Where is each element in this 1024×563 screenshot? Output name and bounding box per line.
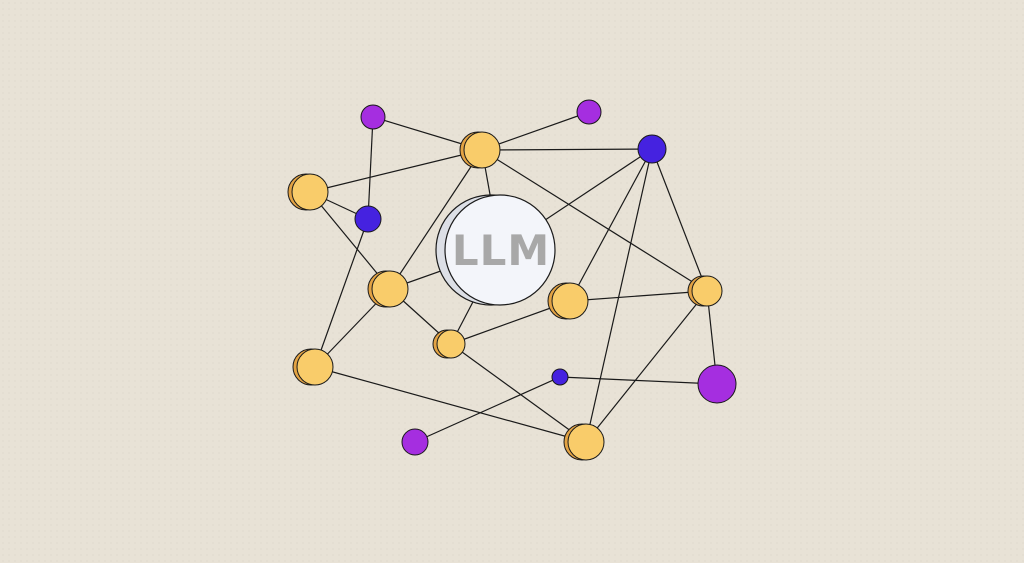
node-gold-g_top	[459, 131, 501, 169]
edge-b_tr-g_c	[569, 148, 653, 302]
node-gold-g_left	[287, 173, 329, 211]
node-gold-g_c	[547, 282, 589, 320]
node-gold-g_bl	[292, 348, 334, 386]
edge-g_small-g_bot	[450, 343, 587, 443]
edge-g_left-g_mid	[309, 191, 391, 290]
node-face	[576, 99, 602, 125]
edge-g_top-g_left	[309, 149, 483, 193]
node-face	[401, 428, 429, 456]
edge-g_top-g_right	[481, 149, 708, 292]
edge-b_tr-g_bot	[585, 148, 653, 443]
edge-g_bl-g_bot	[314, 366, 587, 443]
edge-g_top-p_tr	[481, 111, 590, 151]
edge-b_c-p_br	[559, 376, 718, 385]
node-blue-b_l	[354, 205, 382, 233]
node-purple-p_bl	[401, 428, 429, 456]
node-gold-g_mid	[367, 270, 409, 308]
edge-g_top-g_mid	[389, 149, 483, 290]
nodes-layer	[287, 99, 737, 461]
node-gold-g_right	[687, 275, 723, 307]
node-blue-b_c	[551, 368, 569, 386]
node-purple-p_br	[697, 364, 737, 404]
node-purple-p_tl	[360, 104, 386, 130]
node-face	[463, 131, 501, 169]
node-gold-g_bot	[563, 423, 605, 461]
edge-b_tr-g_right	[651, 148, 708, 292]
node-blue-b_tr	[637, 134, 667, 164]
node-face	[296, 348, 334, 386]
node-face	[436, 329, 466, 359]
node-face	[567, 423, 605, 461]
edge-g_c-g_right	[569, 290, 708, 302]
node-face	[697, 364, 737, 404]
hub-face	[444, 194, 556, 306]
node-face	[371, 270, 409, 308]
node-purple-p_tr	[576, 99, 602, 125]
node-face	[637, 134, 667, 164]
node-face	[360, 104, 386, 130]
edge-g_top-b_tr	[481, 148, 653, 151]
edge-g_right-g_bot	[585, 290, 708, 443]
node-hub-hub	[435, 194, 556, 306]
node-face	[551, 368, 569, 386]
edge-b_c-p_bl	[414, 376, 561, 443]
node-gold-g_small	[432, 329, 466, 359]
edge-p_tl-b_l	[367, 116, 374, 220]
edge-b_l-g_bl	[314, 218, 369, 368]
node-face	[354, 205, 382, 233]
node-face	[291, 173, 329, 211]
node-face	[551, 282, 589, 320]
node-face	[691, 275, 723, 307]
